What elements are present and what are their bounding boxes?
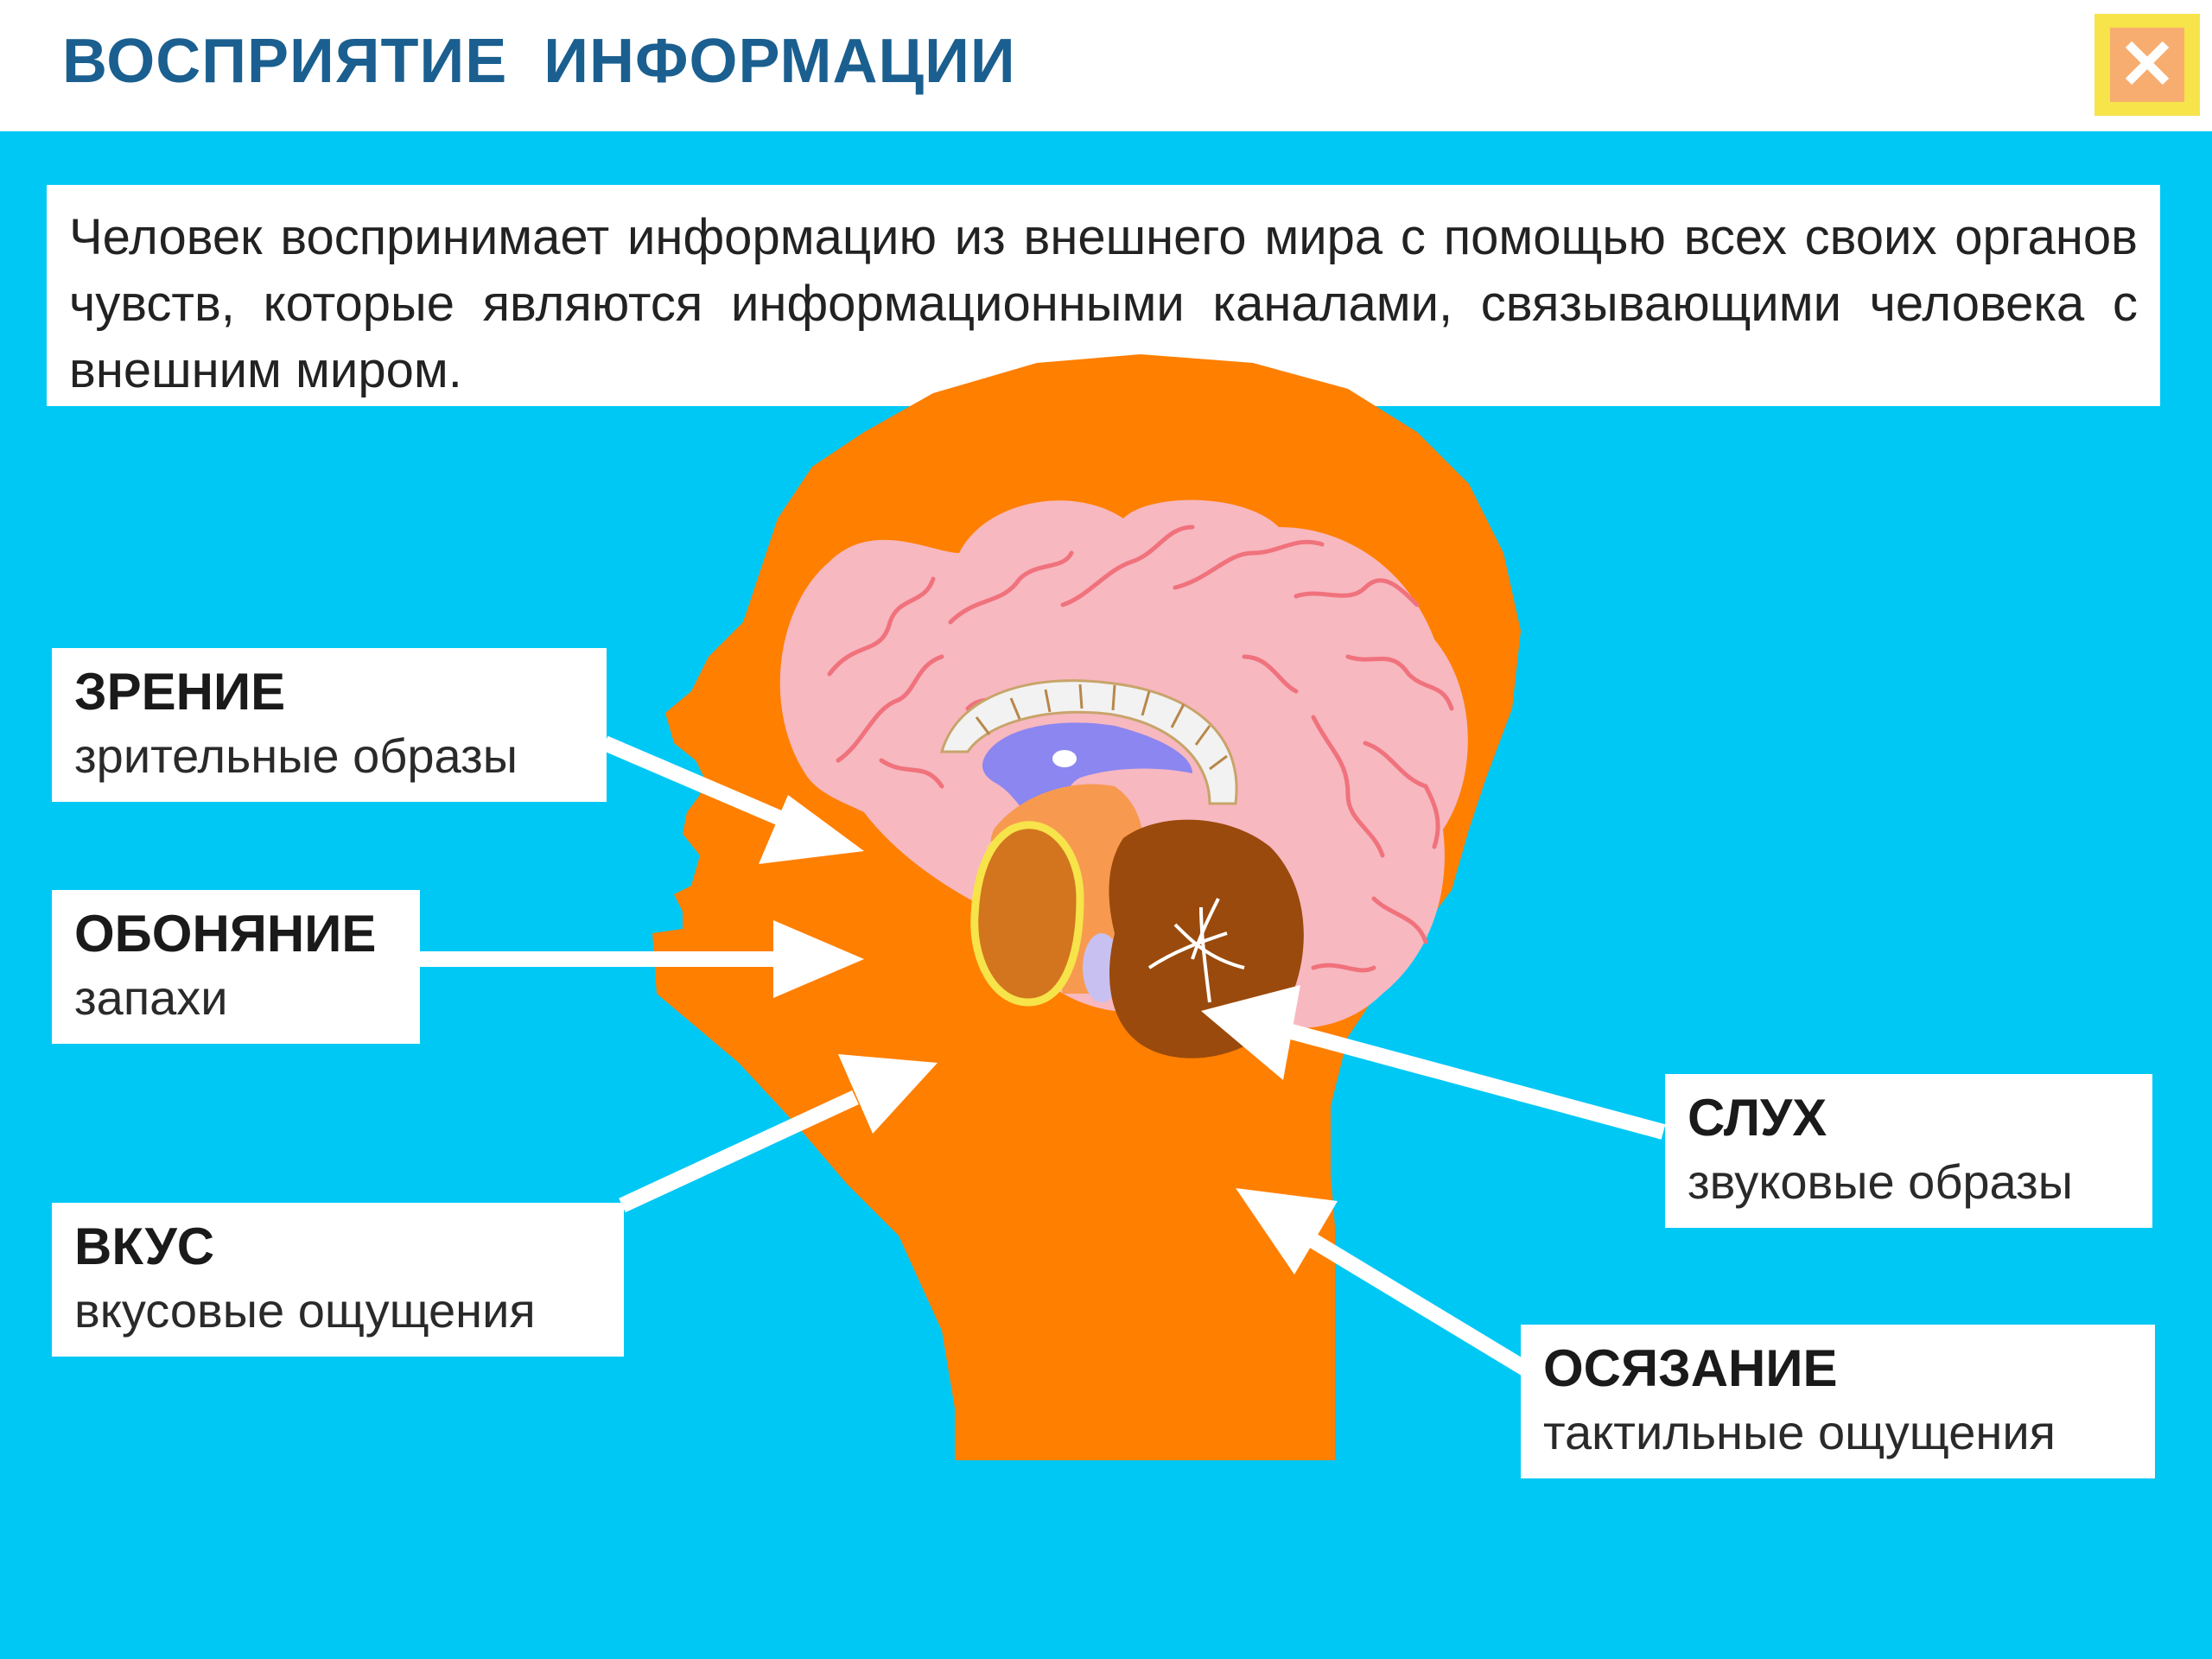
callosum-fibers <box>975 683 1228 771</box>
label-vision-name: ЗРЕНИЕ <box>74 663 286 721</box>
arrow-hearing <box>1201 985 1666 1140</box>
label-touch-desc: тактильные ощущения <box>1543 1405 2056 1459</box>
label-taste-desc: вкусовые ощущения <box>74 1283 536 1338</box>
label-smell-desc: запахи <box>74 970 228 1025</box>
label-smell-name: ОБОНЯНИЕ <box>74 905 377 963</box>
label-hearing-desc: звуковые образы <box>1688 1154 2073 1209</box>
close-icon: ✕ <box>2110 28 2184 102</box>
label-touch-name: ОСЯЗАНИЕ <box>1543 1339 1838 1397</box>
arrow-taste <box>619 1054 938 1213</box>
intro-text-box: Человек воспринимает информацию из внешн… <box>47 185 2160 406</box>
label-hearing-name: СЛУХ <box>1688 1089 1827 1147</box>
label-taste-name: ВКУС <box>74 1217 215 1275</box>
label-taste: ВКУС вкусовые ощущения <box>52 1203 624 1357</box>
arrows <box>415 735 1666 1381</box>
arrow-smell <box>415 920 864 998</box>
arrow-vision <box>601 735 864 864</box>
label-vision: ЗРЕНИЕ зрительные образы <box>52 648 607 802</box>
ventricle-spot <box>1052 750 1077 767</box>
intro-text: Человек воспринимает информацию из внешн… <box>69 209 2138 398</box>
cerebellum-lines <box>1147 898 1245 1003</box>
close-button[interactable]: ✕ <box>2094 14 2200 116</box>
thalamus-yellow-outline <box>970 821 1084 1007</box>
label-touch: ОСЯЗАНИЕ тактильные ощущения <box>1521 1325 2155 1478</box>
brain-folds <box>827 524 1454 973</box>
label-hearing: СЛУХ звуковые образы <box>1665 1074 2152 1228</box>
arrow-touch <box>1236 1188 1538 1381</box>
header-bar: ВОСПРИЯТИЕ ИНФОРМАЦИИ ✕ <box>0 0 2212 131</box>
page-title: ВОСПРИЯТИЕ ИНФОРМАЦИИ <box>62 27 1016 96</box>
label-vision-desc: зрительные образы <box>74 728 518 783</box>
label-smell: ОБОНЯНИЕ запахи <box>52 890 420 1044</box>
